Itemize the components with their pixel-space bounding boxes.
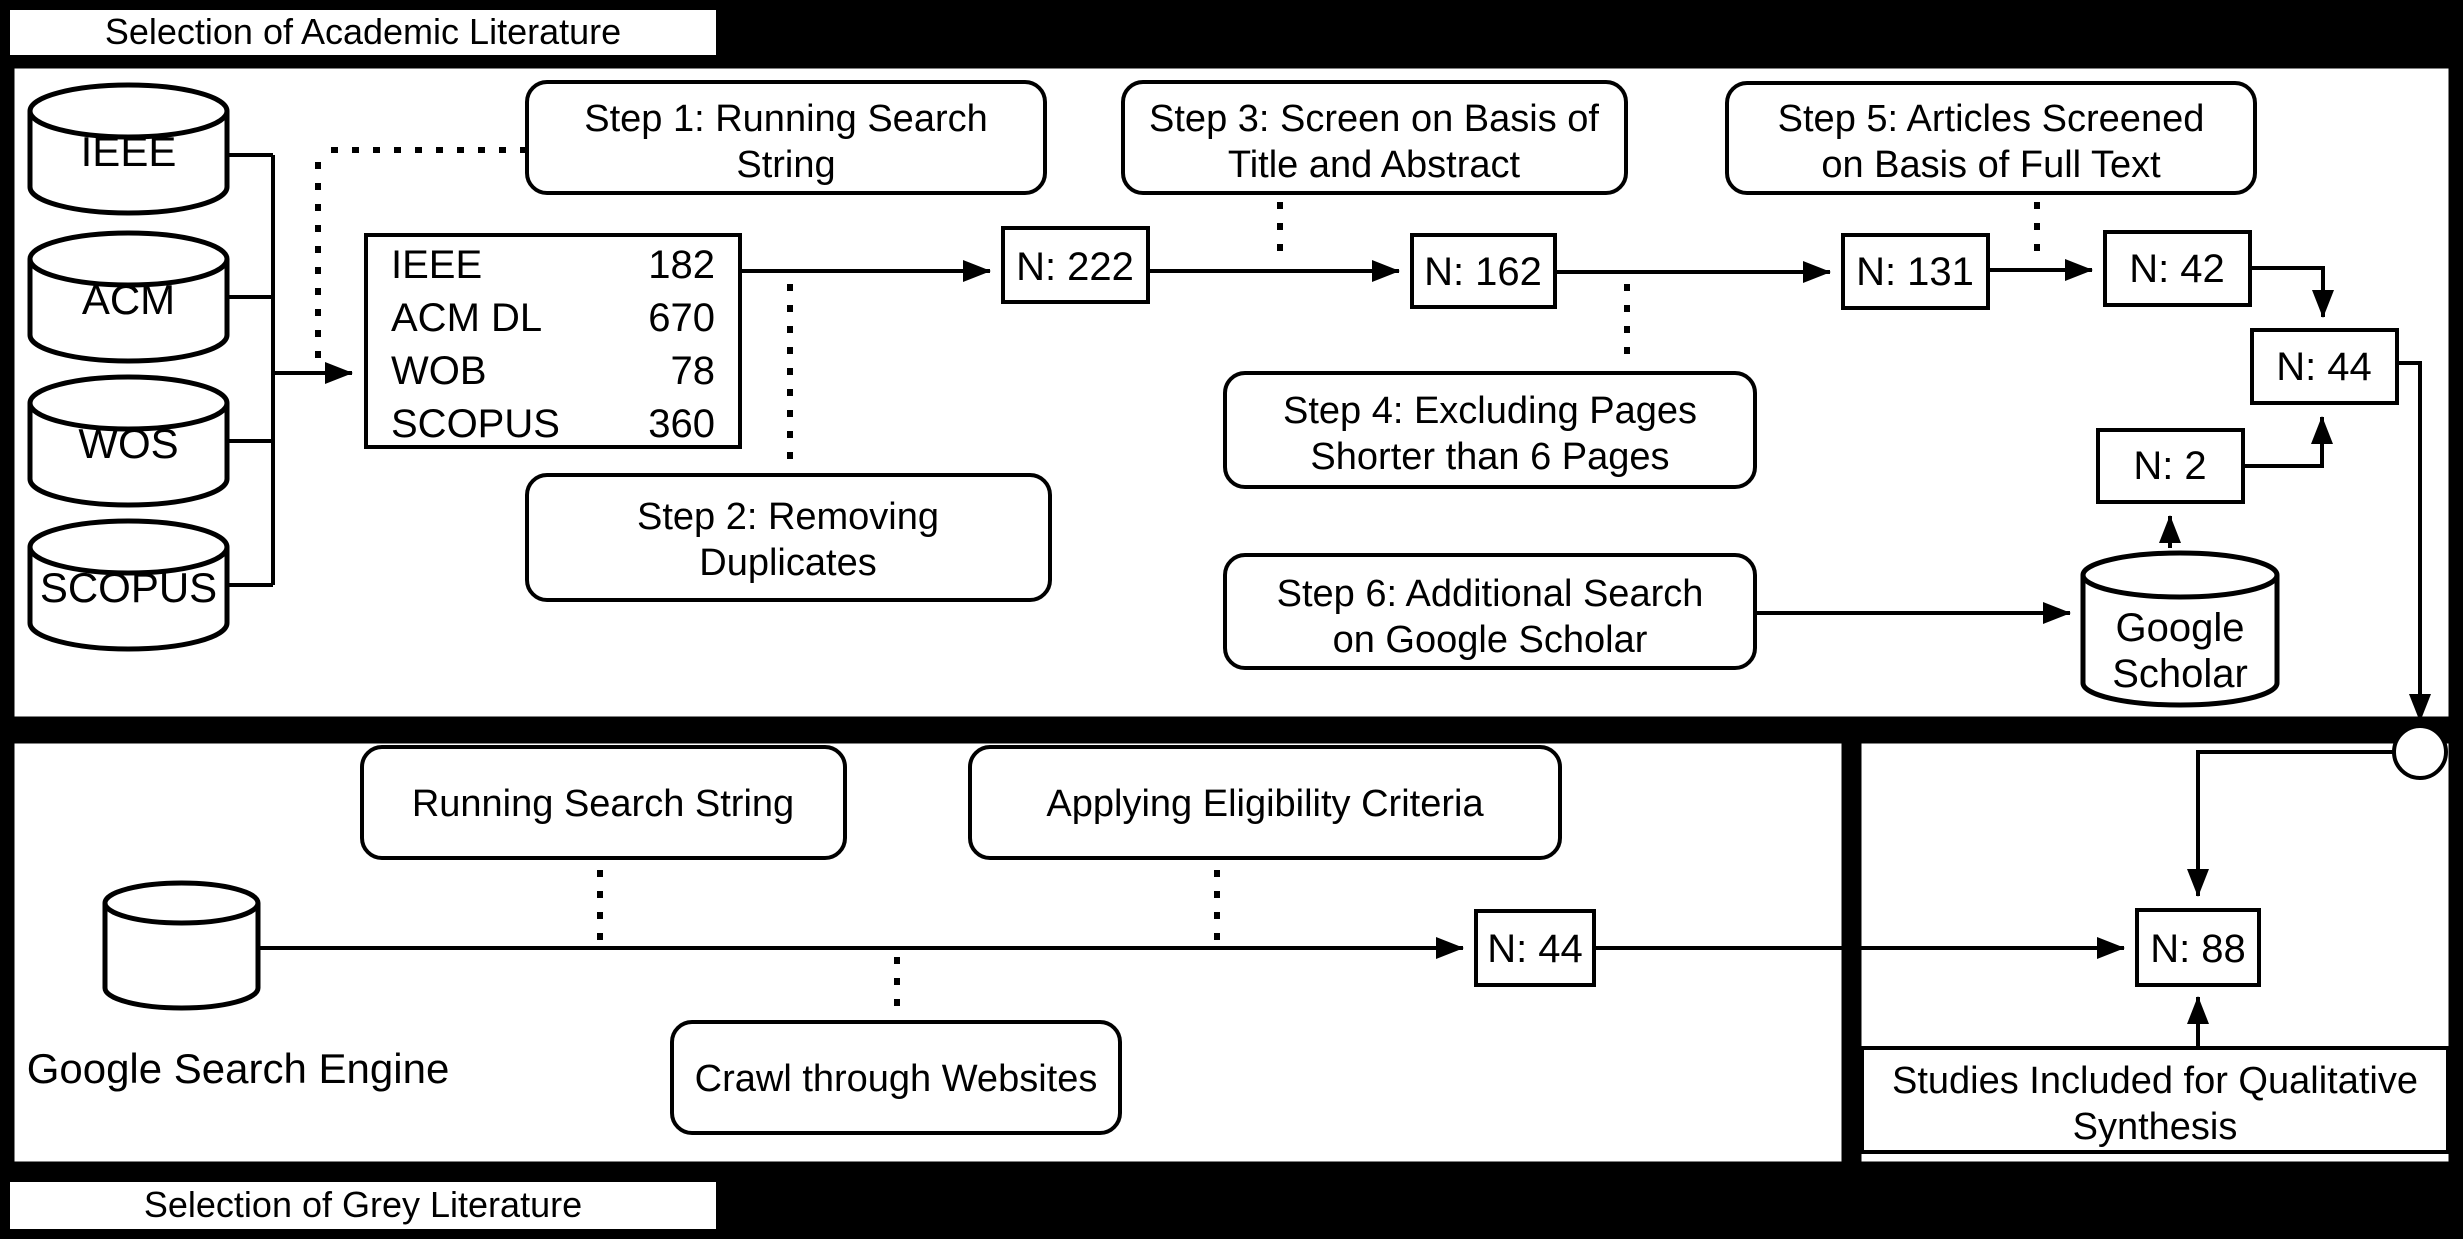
step5-line1: Step 5: Articles Screened [1778, 98, 2205, 140]
database-scopus-label: SCOPUS [40, 564, 217, 611]
table-row-3-value: 360 [648, 402, 715, 446]
table-row-2-value: 78 [671, 349, 716, 393]
database-ieee-icon: IEEE [27, 82, 230, 216]
count-n222: N: 222 [1016, 245, 1134, 289]
running-search-string-label: Running Search String [412, 783, 794, 825]
count-n44: N: 44 [2276, 345, 2372, 389]
search-results-table: IEEE 182 ACM DL 670 WOB 78 SCOPUS 360 [364, 233, 742, 449]
database-wos-label: WOS [78, 420, 178, 467]
academic-title-box [6, 6, 720, 59]
count-n162-box: N: 162 [1410, 233, 1557, 309]
academic-title: Selection of Academic Literature [105, 11, 621, 52]
step1-line1: Step 1: Running Search [584, 98, 988, 140]
step3-line1: Step 3: Screen on Basis of [1149, 98, 1599, 140]
arrow-n44-to-junction [2397, 361, 2431, 722]
step2-line2: Duplicates [699, 542, 876, 584]
grey-count-n44: N: 44 [1487, 927, 1583, 971]
count-n42-box: N: 42 [2103, 230, 2252, 307]
step2-box: Step 2: Removing Duplicates [525, 473, 1052, 602]
crawl-websites-box: Crawl through Websites [670, 1020, 1122, 1135]
database-scopus-icon: SCOPUS [27, 518, 230, 652]
count-n42: N: 42 [2129, 247, 2225, 291]
grey-title: Selection of Grey Literature [144, 1184, 582, 1225]
step3-box: Step 3: Screen on Basis of Title and Abs… [1121, 80, 1628, 195]
step1-box: Step 1: Running Search String [525, 80, 1047, 195]
studies-included-line1: Studies Included for Qualitative [1892, 1060, 2418, 1102]
grey-count-n44-box: N: 44 [1474, 909, 1596, 987]
step6-line2: on Google Scholar [1333, 619, 1648, 661]
table-row-1-name: ACM DL [391, 296, 542, 340]
table-row-0-name: IEEE [391, 243, 482, 287]
arrow-n2-to-n44 [2243, 416, 2333, 468]
running-search-string-box: Running Search String [360, 745, 847, 860]
count-n88: N: 88 [2150, 927, 2246, 971]
crawl-websites-label: Crawl through Websites [695, 1058, 1098, 1100]
table-row-2-name: WOB [391, 349, 487, 393]
count-n162: N: 162 [1424, 250, 1542, 294]
count-n131-box: N: 131 [1841, 233, 1990, 310]
step6-box: Step 6: Additional Search on Google Scho… [1223, 553, 1757, 670]
step4-line1: Step 4: Excluding Pages [1283, 390, 1697, 432]
database-ieee-label: IEEE [81, 128, 177, 175]
google-scholar-line1: Google [2116, 606, 2245, 650]
database-acm-icon: ACM [27, 230, 230, 364]
step5-line2: on Basis of Full Text [1821, 144, 2161, 186]
step6-line1: Step 6: Additional Search [1277, 573, 1704, 615]
step5-box: Step 5: Articles Screened on Basis of Fu… [1725, 81, 2257, 195]
studies-included-line2: Synthesis [2073, 1106, 2238, 1148]
google-scholar-icon: Google Scholar [2080, 550, 2280, 708]
arrow-n42-to-n44 [2250, 266, 2334, 318]
database-bus-connector [227, 153, 275, 587]
arrow-junction-to-n88 [2187, 750, 2394, 897]
step1-line2: String [736, 144, 835, 186]
applying-eligibility-box: Applying Eligibility Criteria [968, 745, 1562, 860]
step3-line2: Title and Abstract [1228, 144, 1521, 186]
database-wos-icon: WOS [27, 374, 230, 508]
applying-eligibility-label: Applying Eligibility Criteria [1046, 783, 1484, 825]
table-row-1-value: 670 [648, 296, 715, 340]
table-row-3-name: SCOPUS [391, 402, 560, 446]
step4-box: Step 4: Excluding Pages Shorter than 6 P… [1223, 371, 1757, 489]
table-row-0-value: 182 [648, 243, 715, 287]
count-n88-box: N: 88 [2135, 908, 2261, 987]
google-scholar-line2: Scholar [2112, 652, 2248, 696]
step2-line1: Step 2: Removing [637, 496, 939, 538]
count-n2-box: N: 2 [2096, 428, 2245, 504]
grey-title-box [6, 1178, 720, 1233]
google-search-engine-label: Google Search Engine [27, 1045, 450, 1092]
studies-included-box: Studies Included for Qualitative Synthes… [1860, 1046, 2450, 1154]
count-n2: N: 2 [2133, 444, 2206, 488]
google-search-engine-icon [102, 880, 261, 1011]
step4-line2: Shorter than 6 Pages [1310, 436, 1669, 478]
count-n131: N: 131 [1856, 250, 1974, 294]
count-n222-box: N: 222 [1001, 226, 1150, 304]
database-acm-label: ACM [82, 276, 175, 323]
dotted-step1-connector [315, 147, 527, 360]
count-n44-box: N: 44 [2250, 328, 2399, 405]
junction-circle-icon [2392, 724, 2448, 780]
